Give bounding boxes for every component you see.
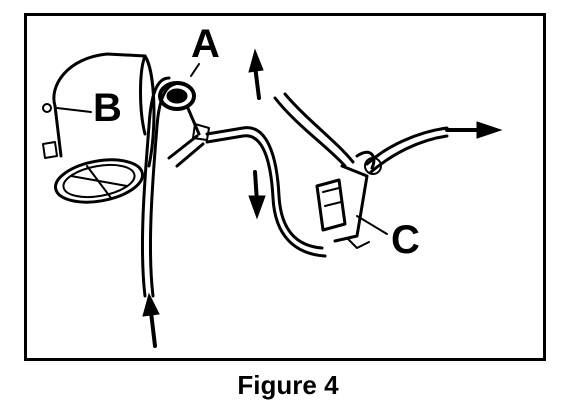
- callout-a: A: [191, 22, 220, 66]
- outlet-hose: [364, 126, 449, 175]
- figure-caption: Figure 4: [237, 370, 339, 400]
- supply-hose: [140, 76, 177, 298]
- filter-canister: [42, 52, 156, 204]
- flow-arrow-up-bottom: [142, 292, 160, 348]
- leader-line-c: [356, 215, 388, 235]
- return-hose: [273, 92, 355, 168]
- figure-frame: A B C: [24, 13, 546, 361]
- fuel-system-illustration: [42, 48, 503, 348]
- fitting-a: [158, 81, 210, 141]
- callout-c: C: [391, 218, 420, 262]
- callout-b: B: [93, 86, 122, 130]
- connecting-line: [167, 126, 327, 258]
- valve-assembly-c: [315, 150, 376, 249]
- leader-line-a: [190, 63, 200, 77]
- flow-arrow-up-left: [248, 48, 264, 100]
- leader-line-b: [56, 107, 92, 113]
- flow-arrow-down: [248, 170, 266, 220]
- flow-arrow-right: [445, 121, 503, 139]
